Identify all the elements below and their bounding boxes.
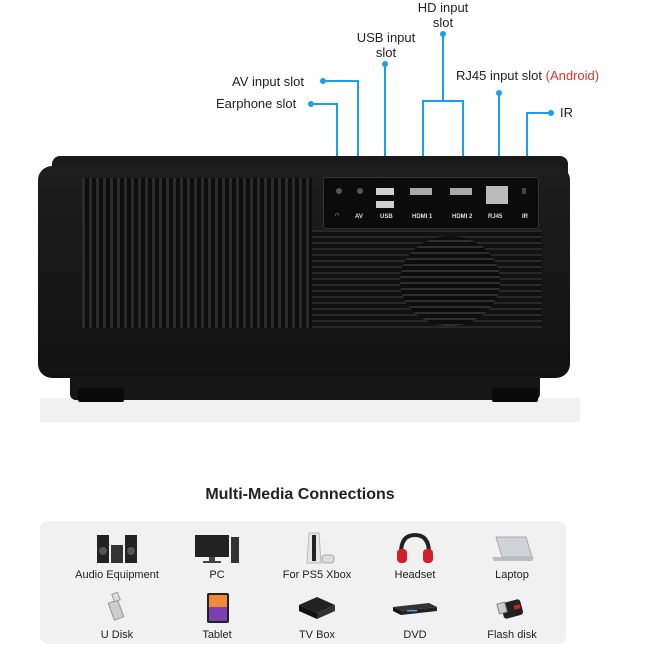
device-audio-equipment: Audio Equipment: [62, 531, 172, 581]
device-tablet: Tablet: [162, 591, 272, 641]
device-label: Tablet: [202, 629, 232, 641]
projector-shadow: [40, 398, 580, 422]
projector-vent-left: [82, 178, 312, 328]
device-laptop: Laptop: [457, 531, 567, 581]
usb-port-2: [376, 201, 394, 208]
projector-base: [70, 376, 540, 400]
ir-label: IR: [560, 105, 573, 120]
usb-stick-icon: [91, 591, 143, 625]
projector-speaker-grille: [400, 236, 500, 326]
flash-disk-icon: [486, 591, 538, 625]
port-label-rj45: RJ45: [488, 214, 503, 220]
speaker-system-icon: [91, 531, 143, 565]
hdmi-1-port: [410, 188, 432, 195]
device-label: Headset: [394, 569, 436, 581]
laptop-icon: [486, 531, 538, 565]
multimedia-title: Multi-Media Connections: [205, 486, 395, 503]
earphone-port: [336, 188, 342, 194]
game-console-icon: [291, 531, 343, 565]
port-label-hdmi2: HDMI 2: [452, 214, 473, 220]
monitor-icon: [191, 531, 243, 565]
device-dvd: DVD: [360, 591, 470, 641]
device-label: PC: [209, 569, 225, 581]
dvd-player-icon: [389, 591, 441, 625]
device-label: TV Box: [298, 629, 336, 641]
device-label: Laptop: [495, 569, 529, 581]
device-pc: PC: [162, 531, 272, 581]
port-panel: ∩ AV USB HDMI 1 HDMI 2 RJ45 IR: [323, 177, 539, 229]
av-port: [357, 188, 363, 194]
port-label-ir: IR: [522, 214, 528, 220]
device-label: Flash disk: [487, 629, 537, 641]
device-headset: Headset: [360, 531, 470, 581]
ir-port: [522, 188, 526, 194]
rj45-label: RJ45 input slot (Android): [456, 68, 599, 83]
port-label-hdmi1: HDMI 1: [412, 214, 433, 220]
projector-foot-left: [78, 388, 124, 402]
headset-icon: [389, 531, 441, 565]
device-u-disk: U Disk: [62, 591, 172, 641]
av-input-label: AV input slot: [232, 74, 305, 89]
port-label-usb: USB: [380, 214, 393, 220]
port-label-av: AV: [355, 214, 363, 220]
device-label: For PS5 Xbox: [282, 569, 352, 581]
usb-input-label: USB input slot: [356, 30, 416, 60]
device-tv-box: TV Box: [262, 591, 372, 641]
device-label: Audio Equipment: [75, 569, 159, 581]
projector-foot-right: [492, 388, 538, 402]
tv-box-icon: [291, 591, 343, 625]
device-flash-disk: Flash disk: [457, 591, 567, 641]
device-label: DVD: [403, 629, 427, 641]
rj45-label-text: RJ45 input slot: [456, 68, 542, 83]
hdmi-2-port: [450, 188, 472, 195]
device-console: For PS5 Xbox: [262, 531, 372, 581]
device-label: U Disk: [100, 629, 134, 641]
earphone-label: Earphone slot: [216, 96, 297, 111]
tablet-icon: [191, 591, 243, 625]
android-note: (Android): [545, 68, 600, 83]
port-label-earphone: ∩: [335, 212, 340, 218]
usb-port-1: [376, 188, 394, 195]
rj45-port: [486, 186, 508, 204]
hd-input-label: HD input slot: [417, 0, 469, 30]
